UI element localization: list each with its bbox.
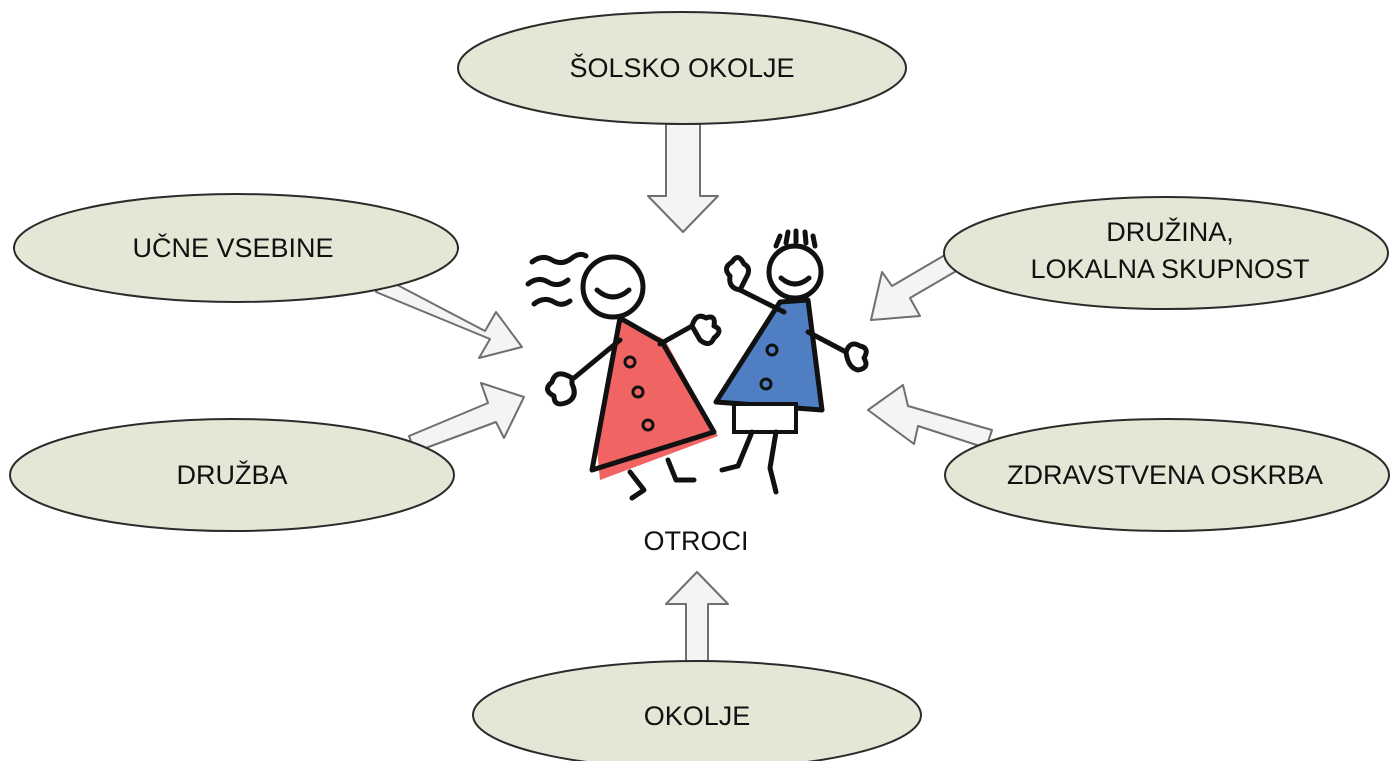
arrow-from-zdravstvena-oskrba [867, 384, 993, 449]
girl-figure-icon [525, 251, 722, 501]
node-solsko-okolje: ŠOLSKO OKOLJE [457, 11, 907, 125]
arrows [375, 123, 993, 665]
node-ellipse [472, 660, 922, 761]
node-label-line-1: DRUŽINA, [1106, 216, 1234, 247]
node-label: OKOLJE [644, 701, 751, 731]
node-label-line-2: LOKALNA SKUPNOST [1030, 254, 1309, 284]
arrow-from-okolje [665, 571, 729, 665]
node-ellipse [9, 418, 455, 532]
arrow-from-ucne-vsebine [375, 277, 523, 359]
node-okolje: OKOLJE [472, 660, 922, 761]
arrow-from-druzba [408, 382, 525, 453]
node-label: UČNE VSEBINE [132, 232, 333, 263]
node-ellipse [457, 11, 907, 125]
node-label: DRUŽBA [176, 459, 287, 490]
node-druzina: DRUŽINA, LOKALNA SKUPNOST [943, 196, 1389, 310]
node-ellipse [944, 418, 1390, 532]
node-ellipse [13, 193, 459, 303]
children-illustration [525, 228, 869, 501]
center-label: OTROCI [644, 526, 749, 556]
node-label: ŠOLSKO OKOLJE [569, 52, 794, 83]
arrow-from-solsko-okolje [647, 123, 719, 233]
node-druzba: DRUŽBA [9, 418, 455, 532]
node-zdravstvena-oskrba: ZDRAVSTVENA OSKRBA [944, 418, 1390, 532]
arrow-from-druzina [870, 251, 959, 321]
node-ellipse [943, 196, 1389, 310]
boy-figure-icon [713, 228, 869, 495]
node-label: ZDRAVSTVENA OSKRBA [1007, 460, 1323, 490]
node-ucne-vsebine: UČNE VSEBINE [13, 193, 459, 303]
